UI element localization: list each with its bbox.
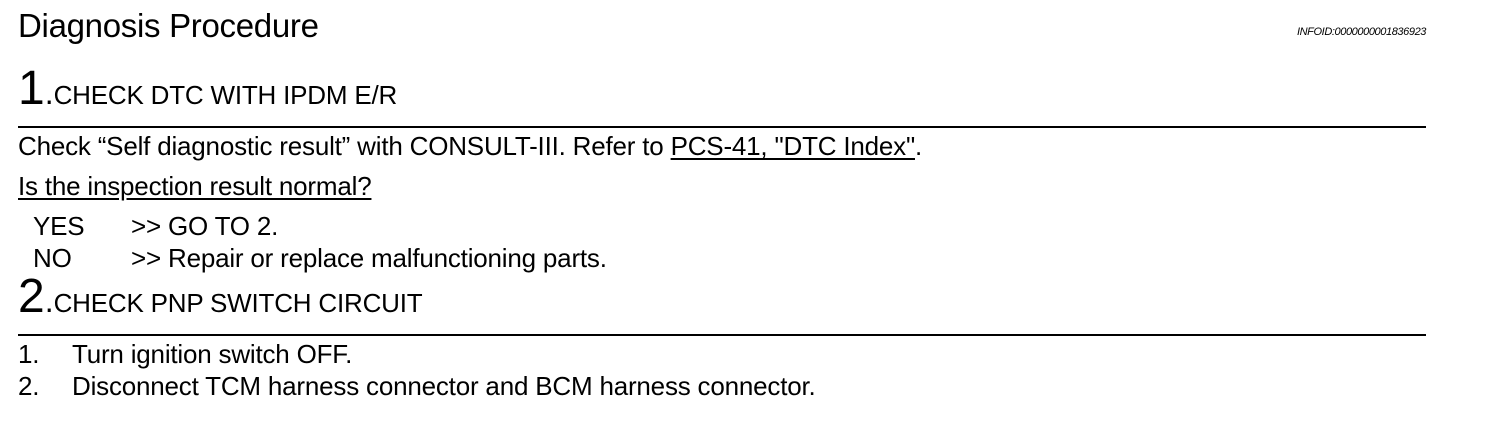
answer-yes: YES >> GO TO 2. <box>33 210 278 242</box>
step-1-divider <box>18 126 1426 128</box>
step-2-number: 2 <box>18 270 45 323</box>
step-1-heading: 1.CHECK DTC WITH IPDM E/R <box>18 64 397 114</box>
list-item: 1. Turn ignition switch OFF. <box>18 338 352 370</box>
dtc-index-link[interactable]: PCS-41, "DTC Index" <box>670 131 916 161</box>
step-2-title: CHECK PNP SWITCH CIRCUIT <box>53 288 423 318</box>
list-item-number: 1. <box>18 339 40 369</box>
info-id: INFOID:0000000001836923 <box>1296 26 1426 38</box>
answer-no-key: NO <box>33 243 72 273</box>
list-item: 2. Disconnect TCM harness connector and B… <box>18 370 816 402</box>
step-1-number: 1 <box>18 62 45 115</box>
step-1-dot: . <box>44 75 54 111</box>
list-item-number: 2. <box>18 371 40 401</box>
step-1-question: Is the inspection result normal? <box>18 171 372 201</box>
answer-yes-value: >> GO TO 2. <box>131 211 279 241</box>
list-item-text: Turn ignition switch OFF. <box>72 339 353 369</box>
step-1-title: CHECK DTC WITH IPDM E/R <box>53 80 398 110</box>
step-2-heading: 2.CHECK PNP SWITCH CIRCUIT <box>18 270 423 323</box>
step-2-dot: . <box>44 283 54 319</box>
step-1-instruction-text: Check “Self diagnostic result” with CONS… <box>18 131 671 161</box>
answer-yes-key: YES <box>33 211 85 241</box>
step-1-instruction-end: . <box>915 131 923 161</box>
step-1-instruction: Check “Self diagnostic result” with CONS… <box>18 130 922 162</box>
step-2-divider <box>18 334 1426 336</box>
page-title: Diagnosis Procedure <box>18 7 319 44</box>
list-item-text: Disconnect TCM harness connector and BCM… <box>72 371 816 401</box>
answer-no: NO >> Repair or replace malfunctioning pa… <box>33 242 607 274</box>
answer-no-value: >> Repair or replace malfunctioning part… <box>131 243 607 273</box>
